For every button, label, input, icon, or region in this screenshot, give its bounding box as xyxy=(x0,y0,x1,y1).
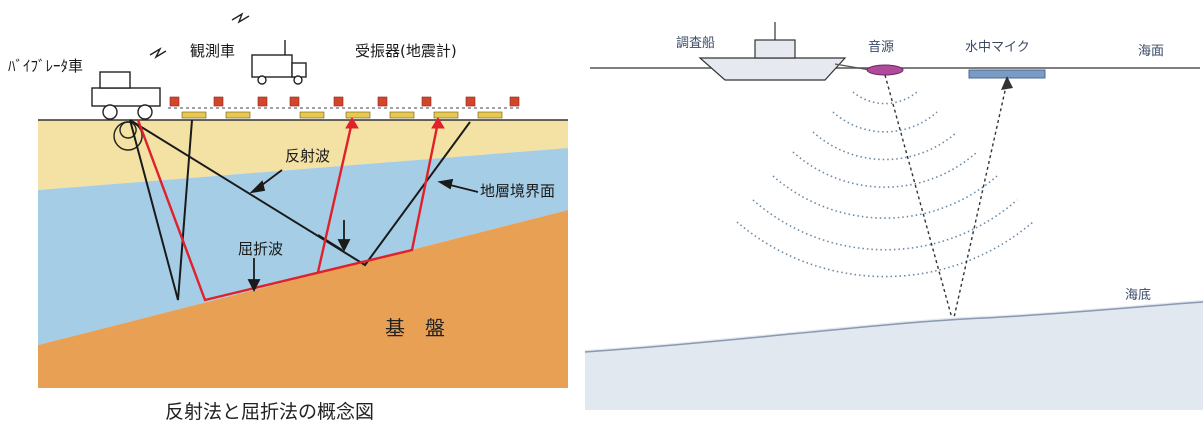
bedrock-label: 基 盤 xyxy=(385,316,445,340)
reflected-wave-label: 反射波 xyxy=(285,147,331,165)
left-caption: 反射法と屈折法の概念図 xyxy=(165,401,375,423)
arrow-markers xyxy=(247,169,479,293)
layer-boundary-label: 地層境界面 xyxy=(480,182,556,200)
bedrock-layer xyxy=(38,210,568,388)
observation-truck-label: 観測車 xyxy=(190,42,236,60)
seabed-label: 海底 xyxy=(1125,288,1152,303)
hydrophone-label: 水中マイク xyxy=(965,40,1030,55)
survey-ship-icon xyxy=(698,22,847,81)
reflection-paths xyxy=(129,119,471,301)
sound-source-label: 音源 xyxy=(868,40,895,55)
sound-wavefronts xyxy=(736,91,1034,278)
receiver-label: 受振器(地震計) xyxy=(355,42,457,60)
vibrator-truck-icon xyxy=(91,47,167,151)
vibrator-truck-label: ﾊﾞｲﾌﾞﾚｰﾀ車 xyxy=(8,57,84,75)
survey-ship-label: 調査船 xyxy=(676,36,716,51)
sound-source-marker xyxy=(866,64,904,76)
refraction-path xyxy=(136,119,440,302)
seabed-surface xyxy=(585,300,1203,410)
seismic-methods-diagram xyxy=(38,12,568,388)
refracted-wave-label: 屈折波 xyxy=(238,240,284,258)
marine-survey-diagram xyxy=(585,0,1203,410)
observation-truck-icon xyxy=(231,12,307,85)
middle-layer xyxy=(38,148,568,345)
reflection-ray xyxy=(884,74,1008,323)
sea-surface-label: 海面 xyxy=(1138,44,1165,59)
receiver-array xyxy=(168,96,520,119)
